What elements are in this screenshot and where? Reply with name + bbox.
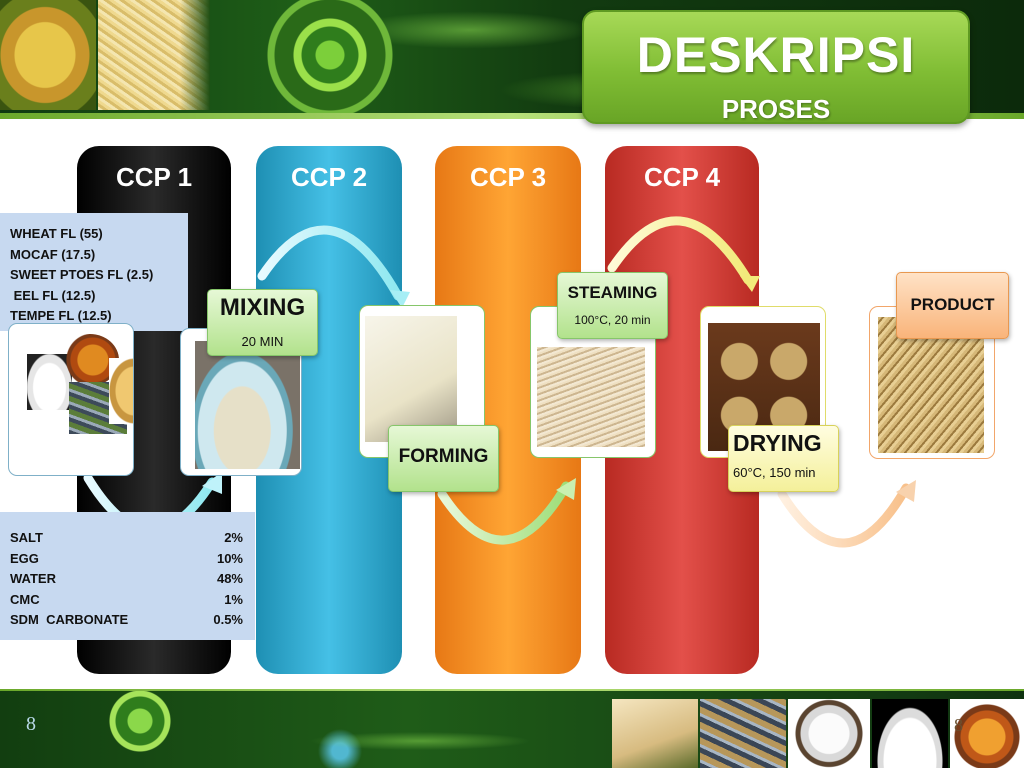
step-mixing: MIXING 20 MIN <box>207 289 318 356</box>
ingredient-item: WHEAT FL (55) <box>10 226 103 241</box>
ccp-4-label: CCP 4 <box>643 162 721 192</box>
additive-name: WATER <box>10 571 56 586</box>
additive-row: CMC 1% <box>10 590 243 611</box>
noodle-bowl-photo <box>0 0 96 110</box>
additive-value: 0.5% <box>213 612 243 627</box>
dough-sheet-photo <box>365 316 457 442</box>
additive-row: SDM CARBONATE 0.5% <box>10 610 243 631</box>
sweet-potato-thumbnail <box>950 699 1024 768</box>
tempe-photo <box>109 358 133 424</box>
additive-name: EGG <box>10 550 39 566</box>
step-forming: FORMING <box>388 425 499 492</box>
step-steaming: STEAMING 100°C, 20 min <box>557 272 668 339</box>
additive-row: WATER 48% <box>10 569 243 590</box>
step-mixing-title: MIXING <box>219 294 306 321</box>
step-steaming-title: STEAMING <box>567 283 658 302</box>
step-product-title: PRODUCT <box>910 295 995 314</box>
step-drying-title: DRYING <box>733 430 822 456</box>
eel-thumbnail <box>700 699 786 768</box>
step-forming-title: FORMING <box>398 446 489 467</box>
additive-value: 1% <box>224 591 243 607</box>
ingredient-item: TEMPE FL (12.5) <box>10 308 112 323</box>
ccp-2-label: CCP 2 <box>290 162 368 192</box>
additive-value: 48% <box>216 571 243 586</box>
flour-bowl-thumbnail <box>788 699 870 768</box>
additive-name: CMC <box>10 591 40 607</box>
steamed-noodles-photo <box>537 347 645 447</box>
flour-ingredients-list: WHEAT FL (55) MOCAF (17.5) SWEET PTOES F… <box>0 213 188 331</box>
additive-name: SDM CARBONATE <box>10 612 129 627</box>
ingredients-photo-frame <box>8 323 134 476</box>
page-number: 8 <box>26 713 36 735</box>
noodle-product-photo <box>878 317 984 453</box>
additives-list: SALT 2% EGG 10% WATER 48% CMC 1% SDM CARBONA… <box>0 512 255 640</box>
footer-banner: 8 8 <box>0 691 1024 768</box>
flour-pile-thumbnail <box>872 699 948 768</box>
step-mixing-detail: 20 MIN <box>241 334 284 349</box>
step-steaming-detail: 100°C, 20 min <box>574 313 651 327</box>
page-subtitle: PROSES <box>721 94 831 124</box>
tempe-thumbnail <box>612 699 698 768</box>
additive-value: 2% <box>224 530 243 545</box>
step-product: PRODUCT <box>896 272 1009 339</box>
ccp-1-label: CCP 1 <box>115 162 193 192</box>
ingredient-item: EEL FL (12.5) <box>10 287 96 303</box>
page-title: DESKRIPSI <box>636 27 916 83</box>
additive-value: 10% <box>216 550 243 566</box>
additive-name: SALT <box>10 530 43 545</box>
dried-noodle-block-photo <box>98 0 210 110</box>
ccp-3-label: CCP 3 <box>469 162 547 192</box>
header-divider <box>0 113 1024 119</box>
additive-row: SALT 2% <box>10 528 243 549</box>
title-box: DESKRIPSI PROSES <box>582 10 970 124</box>
ingredient-item: SWEET PTOES FL (2.5) <box>10 267 154 282</box>
footer-page-number: 8 <box>954 715 963 735</box>
step-drying: DRYING 60°C, 150 min <box>728 425 839 492</box>
ingredient-item: MOCAF (17.5) <box>10 246 96 262</box>
step-drying-detail: 60°C, 150 min <box>733 465 816 480</box>
mixing-bowl-photo <box>195 341 300 469</box>
additive-row: EGG 10% <box>10 549 243 570</box>
